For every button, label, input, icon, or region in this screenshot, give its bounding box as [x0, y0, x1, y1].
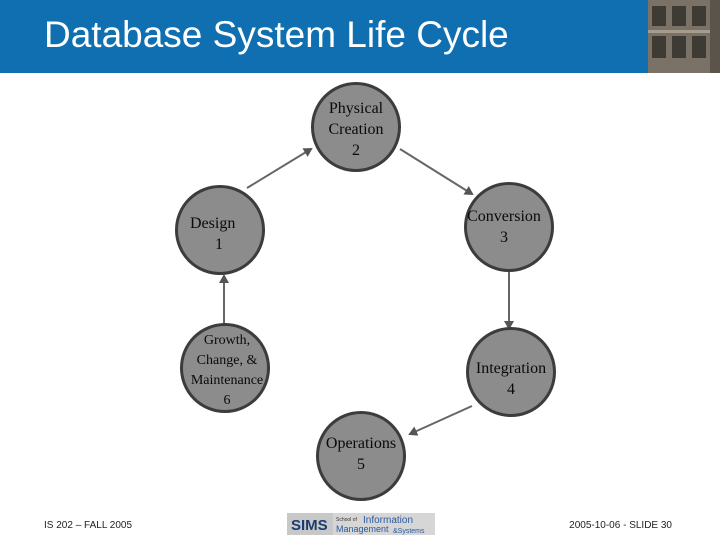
arrow-design-to-physical-creation [246, 147, 313, 189]
node-physical-creation-label: Physical Creation 2 [328, 100, 384, 159]
title-bar: Database System Life Cycle [0, 0, 720, 73]
footer-course: IS 202 – FALL 2005 [44, 520, 133, 531]
sims-logo: SIMS School of Information Management &S… [287, 513, 435, 535]
node-operations-label: Operations 5 [325, 435, 397, 473]
footer-slide-number: 2005-10-06 - SLIDE 30 [569, 520, 672, 531]
node-integration-label: Integration 4 [475, 360, 547, 398]
node-growth-circle [180, 323, 270, 413]
arrow-integration-to-operations [408, 405, 473, 436]
building-photo-icon [648, 0, 720, 73]
svg-text:Information: Information [363, 515, 413, 526]
node-design-label: Design 1 [190, 215, 236, 253]
node-integration-circle [466, 327, 556, 417]
arrow-physical-creation-to-conversion [399, 148, 474, 196]
svg-text:&Systems: &Systems [393, 528, 425, 535]
node-growth-label: Growth, Change, & Maintenance 6 [190, 333, 264, 408]
svg-text:SIMS: SIMS [291, 517, 328, 534]
slide-title: Database System Life Cycle [44, 14, 509, 55]
node-design-circle [175, 185, 265, 275]
node-conversion-circle [464, 182, 554, 272]
node-operations-circle [316, 411, 406, 501]
node-physical-creation-circle [311, 82, 401, 172]
node-conversion-label: Conversion 3 [467, 208, 541, 246]
svg-text:School of: School of [336, 517, 357, 523]
svg-text:Management: Management [336, 524, 389, 534]
